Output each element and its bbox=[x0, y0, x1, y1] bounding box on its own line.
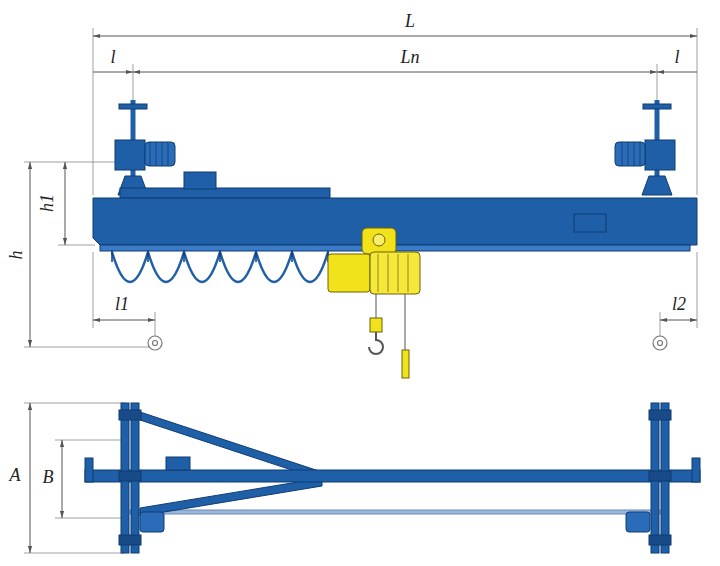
electric-hoist bbox=[328, 228, 420, 378]
dimension-lines bbox=[93, 72, 697, 320]
dimension-label: l2 bbox=[670, 295, 688, 315]
dimension-label: Lп bbox=[398, 48, 421, 68]
dimension-label: h bbox=[6, 248, 26, 261]
cable-hanger bbox=[111, 250, 113, 262]
wheel-block bbox=[649, 535, 671, 545]
wheel-block bbox=[119, 410, 141, 420]
cable-hanger bbox=[255, 250, 257, 262]
dimension-label: L bbox=[403, 12, 417, 32]
dimension-label: l bbox=[108, 48, 117, 68]
wheel-block bbox=[649, 410, 671, 420]
plan-view bbox=[85, 403, 700, 553]
end-truck bbox=[115, 100, 675, 195]
cable-hanger bbox=[147, 250, 149, 262]
festoon-cable bbox=[112, 250, 328, 282]
dimension-label: A bbox=[8, 466, 23, 486]
cable-hanger bbox=[291, 250, 293, 262]
wheel-block bbox=[119, 471, 141, 481]
wheel-block bbox=[119, 535, 141, 545]
wheel-block bbox=[649, 471, 671, 481]
dimension-label: l1 bbox=[113, 295, 131, 315]
hook-marker bbox=[148, 336, 667, 350]
dimension-label: B bbox=[41, 468, 56, 488]
cable-hanger bbox=[219, 250, 221, 262]
dimension-label: h1 bbox=[38, 192, 58, 214]
dimension-label: l bbox=[672, 48, 681, 68]
cable-hanger bbox=[183, 250, 185, 262]
